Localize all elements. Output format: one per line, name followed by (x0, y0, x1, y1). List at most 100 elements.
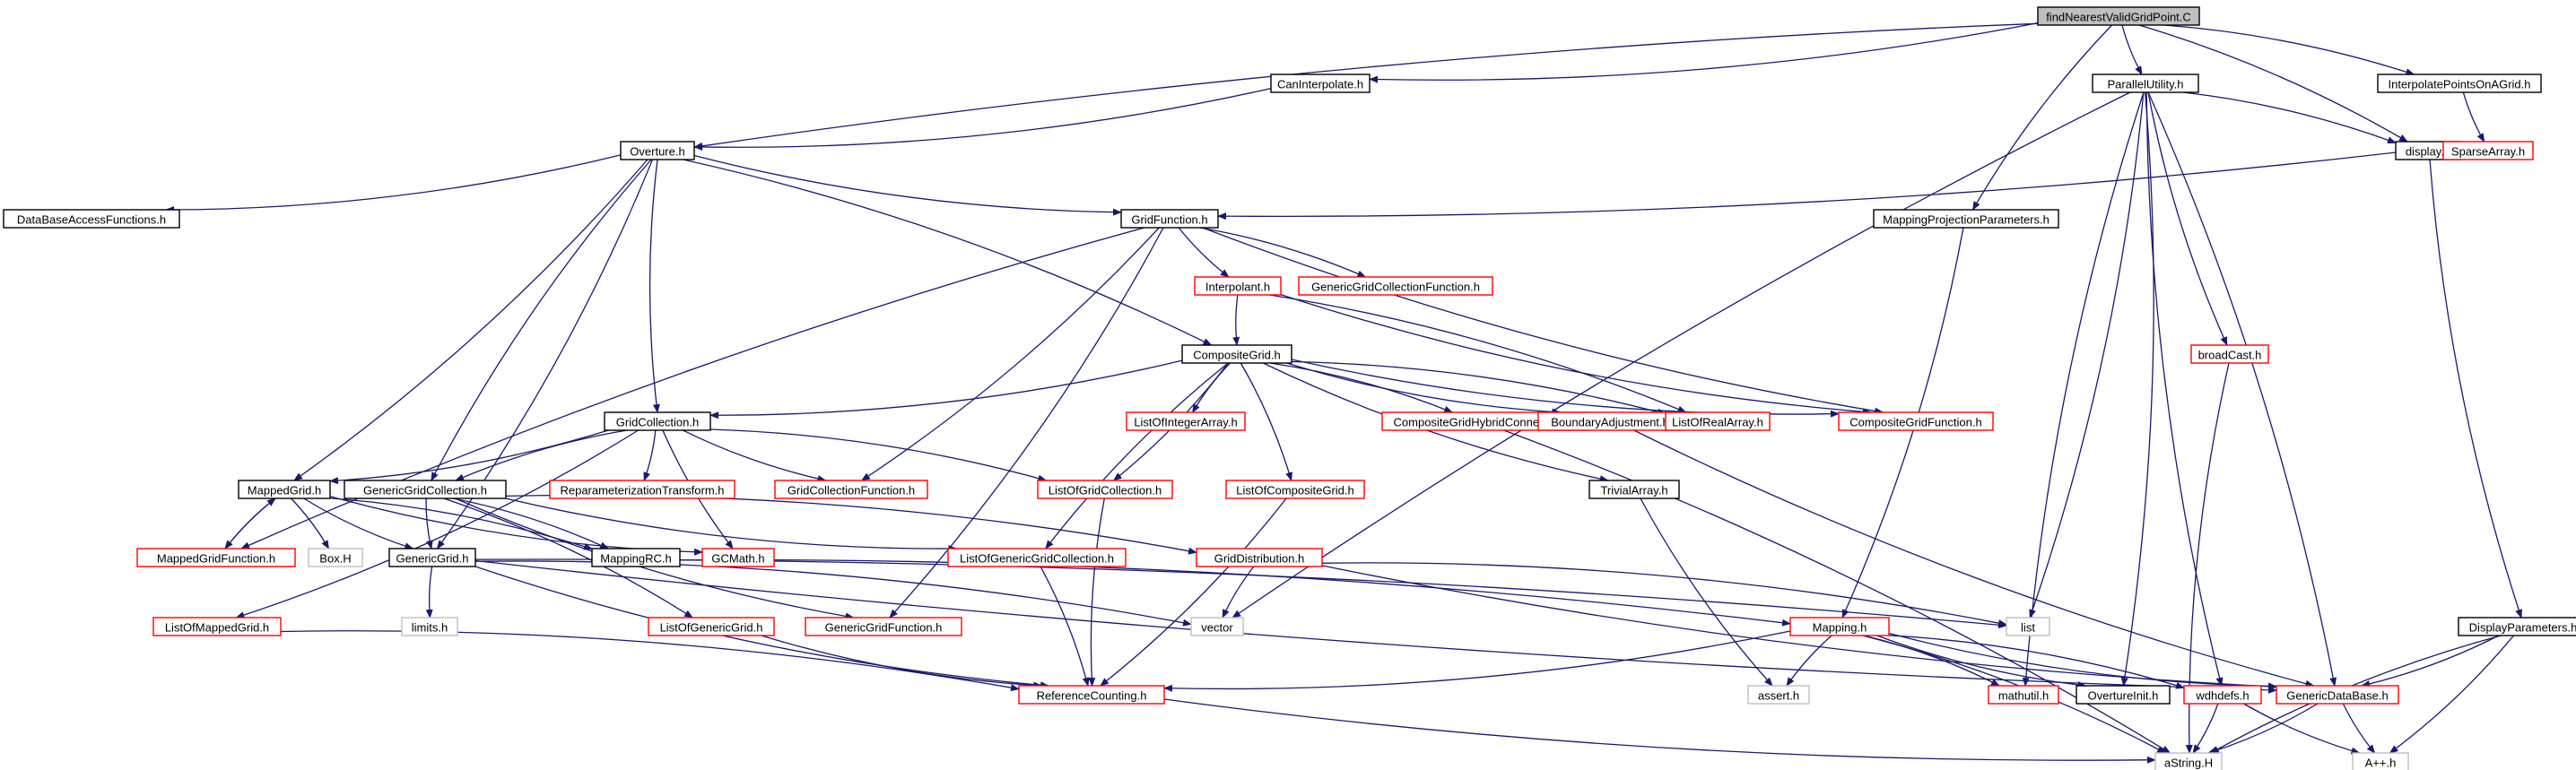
node-boundaryadjustment-h[interactable]: BoundaryAdjustment.h (1537, 411, 1683, 431)
node-listofrealarray-h[interactable]: ListOfRealArray.h (1665, 411, 1771, 431)
edge-mappingrc-to-mapping (679, 558, 1791, 627)
node-label-listofgridcollection-h: ListOfGridCollection.h (1049, 484, 1162, 497)
node-gridcollection-h[interactable]: GridCollection.h (604, 411, 711, 431)
node-interpolant-h[interactable]: Interpolant.h (1194, 276, 1282, 296)
edge-mappedgrid-to-boxh (291, 497, 330, 549)
node-overtureinit-h[interactable]: OvertureInit.h (2076, 685, 2171, 705)
edge-gridfunc-to-ggcf (1199, 227, 1367, 278)
node-label-parallelutility-h: ParallelUtility.h (2107, 78, 2183, 91)
edge-genericgrid-to-limits (425, 566, 433, 619)
edge-compgrid-to-gridcoll (709, 359, 1183, 420)
node-interpolatepointsonagrid-h[interactable]: InterpolatePointsOnAGrid.h (2377, 74, 2542, 93)
node-genericgrid-h[interactable]: GenericGrid.h (388, 548, 476, 567)
node-reparameterizationtransform-h[interactable]: ReparameterizationTransform.h (549, 480, 735, 499)
node-mappingrc-h[interactable]: MappingRC.h (591, 548, 681, 567)
node-list: list (2006, 617, 2050, 636)
node-listofgenericgridcollection-h[interactable]: ListOfGenericGridCollection.h (947, 548, 1127, 567)
node-label-mapping-h: Mapping.h (1813, 621, 1867, 635)
node-gridcollectionfunction-h[interactable]: GridCollectionFunction.h (774, 480, 928, 499)
edge-compgrid-to-listrealarr (1291, 360, 1667, 416)
node-trivialarray-h[interactable]: TrivialArray.h (1588, 480, 1680, 499)
edge-overture-to-mappedgrid (293, 159, 648, 481)
edge-griddist-to-vector (1222, 566, 1255, 619)
node-listofgenericgrid-h[interactable]: ListOfGenericGrid.h (648, 617, 775, 636)
node-genericgridcollectionfunction-h[interactable]: GenericGridCollectionFunction.h (1298, 276, 1493, 296)
edge-overture-to-gridcoll (648, 159, 660, 413)
node-parallelutility-h[interactable]: ParallelUtility.h (2092, 74, 2199, 93)
node-displayparameters-h[interactable]: DisplayParameters.h (2458, 617, 2576, 636)
node-compositegrid-h[interactable]: CompositeGrid.h (1181, 344, 1292, 364)
node-box-overture-h (620, 141, 695, 160)
node-label-astring-h: aString.H (2164, 757, 2213, 770)
node-label-gridcollection-h: GridCollection.h (616, 416, 700, 429)
node-box-vector (1190, 617, 1244, 636)
node-mappingprojectionparameters-h[interactable]: MappingProjectionParameters.h (1873, 209, 2059, 229)
edges-layer (165, 22, 2523, 764)
node-box-broadcast-h (2190, 344, 2269, 364)
node-databaseaccessfunctions-h[interactable]: DataBaseAccessFunctions.h (3, 209, 180, 229)
node-listofintegerarray-h[interactable]: ListOfIntegerArray.h (1126, 411, 1246, 431)
node-gridfunction-h[interactable]: GridFunction.h (1120, 209, 1219, 229)
node-label-genericgridcollectionfunction-h: GenericGridCollectionFunction.h (1311, 281, 1480, 294)
node-a-h: A++.h (2352, 752, 2409, 770)
node-genericgridcollection-h[interactable]: GenericGridCollection.h (344, 480, 507, 499)
node-box-genericgridcollectionfunction-h (1298, 276, 1493, 296)
node-label-interpolant-h: Interpolant.h (1205, 281, 1270, 294)
node-box-parallelutility-h (2092, 74, 2199, 93)
edge-ggc-to-listgg (443, 497, 694, 619)
edge-gridcoll-to-mappedgrid (329, 429, 609, 485)
node-box-listofgenericgrid-h (648, 617, 775, 636)
node-genericgridfunction-h[interactable]: GenericGridFunction.h (805, 617, 962, 636)
node-label-compositegridhybridconnectivity-h: CompositeGridHybridConnectivity.h (1394, 416, 1578, 429)
node-mappedgridfunction-h[interactable]: MappedGridFunction.h (136, 548, 296, 567)
node-label-listofintegerarray-h: ListOfIntegerArray.h (1134, 416, 1237, 429)
node-mappedgrid-h[interactable]: MappedGrid.h (238, 480, 331, 499)
node-label-display-h: display.h (2406, 145, 2450, 159)
node-findnearestvalidgridpoint-c[interactable]: findNearestValidGridPoint.C (2037, 6, 2200, 26)
node-broadcast-h[interactable]: broadCast.h (2190, 344, 2269, 364)
edge-listgridcoll-to-refcount (1088, 497, 1105, 687)
node-genericdatabase-h[interactable]: GenericDataBase.h (2276, 685, 2399, 705)
edge-mapping-to-refcount (1163, 630, 1791, 692)
node-listofmappedgrid-h[interactable]: ListOfMappedGrid.h (152, 617, 282, 636)
node-label-a-h: A++.h (2365, 757, 2397, 770)
node-box-listofmappedgrid-h (152, 617, 282, 636)
node-box-mapping-h (1789, 617, 1890, 636)
node-sparsearray-h[interactable]: SparseArray.h (2442, 141, 2534, 160)
node-box-listofrealarray-h (1665, 411, 1771, 431)
node-box-mathutil-h (1988, 685, 2059, 705)
edge-mapping-to-mathutil (1863, 635, 2000, 687)
node-label-gcmath-h: GCMath.h (711, 552, 764, 566)
edge-mappedgrid-to-genericgrid (303, 497, 414, 550)
node-label-compositegridfunction-h: CompositeGridFunction.h (1849, 416, 1981, 429)
edge-overture-to-dbaccess (165, 154, 622, 213)
node-box-compositegrid-h (1181, 344, 1292, 364)
node-compositegridfunction-h[interactable]: CompositeGridFunction.h (1838, 411, 1994, 431)
node-referencecounting-h[interactable]: ReferenceCounting.h (1018, 685, 1165, 705)
node-mapping-h[interactable]: Mapping.h (1789, 617, 1890, 636)
node-compositegridhybridconnectivity-h[interactable]: CompositeGridHybridConnectivity.h (1381, 411, 1589, 431)
node-assert-h: assert.h (1747, 685, 1810, 705)
node-label-referencecounting-h: ReferenceCounting.h (1037, 689, 1147, 703)
node-label-assert-h: assert.h (1758, 689, 1799, 703)
node-gcmath-h[interactable]: GCMath.h (701, 548, 775, 567)
node-box-list (2006, 617, 2050, 636)
node-mathutil-h[interactable]: mathutil.h (1988, 685, 2059, 705)
node-caninterpolate-h[interactable]: CanInterpolate.h (1270, 74, 1371, 93)
node-box-genericdatabase-h (2276, 685, 2399, 705)
node-label-listofgenericgridcollection-h: ListOfGenericGridCollection.h (960, 552, 1114, 566)
edge-dispparams-to-gdb (2361, 635, 2500, 688)
node-overture-h[interactable]: Overture.h (620, 141, 695, 160)
node-label-genericgridcollection-h: GenericGridCollection.h (363, 484, 487, 497)
node-listofcompositegrid-h[interactable]: ListOfCompositeGrid.h (1225, 480, 1365, 499)
node-box-referencecounting-h (1018, 685, 1165, 705)
edge-gridcoll-to-listmg (235, 429, 639, 619)
edge-compgrid-to-listcompgrid (1240, 362, 1292, 481)
node-listofgridcollection-h[interactable]: ListOfGridCollection.h (1037, 480, 1173, 499)
node-wdhdefs-h[interactable]: wdhdefs.h (2183, 685, 2262, 705)
edge-compgrid-to-cghybrid (1269, 362, 1454, 413)
node-griddistribution-h[interactable]: GridDistribution.h (1196, 548, 1323, 567)
node-label-caninterpolate-h: CanInterpolate.h (1277, 78, 1363, 91)
node-box-a-h (2352, 752, 2409, 770)
edge-gridcoll-to-reparam (643, 429, 657, 481)
